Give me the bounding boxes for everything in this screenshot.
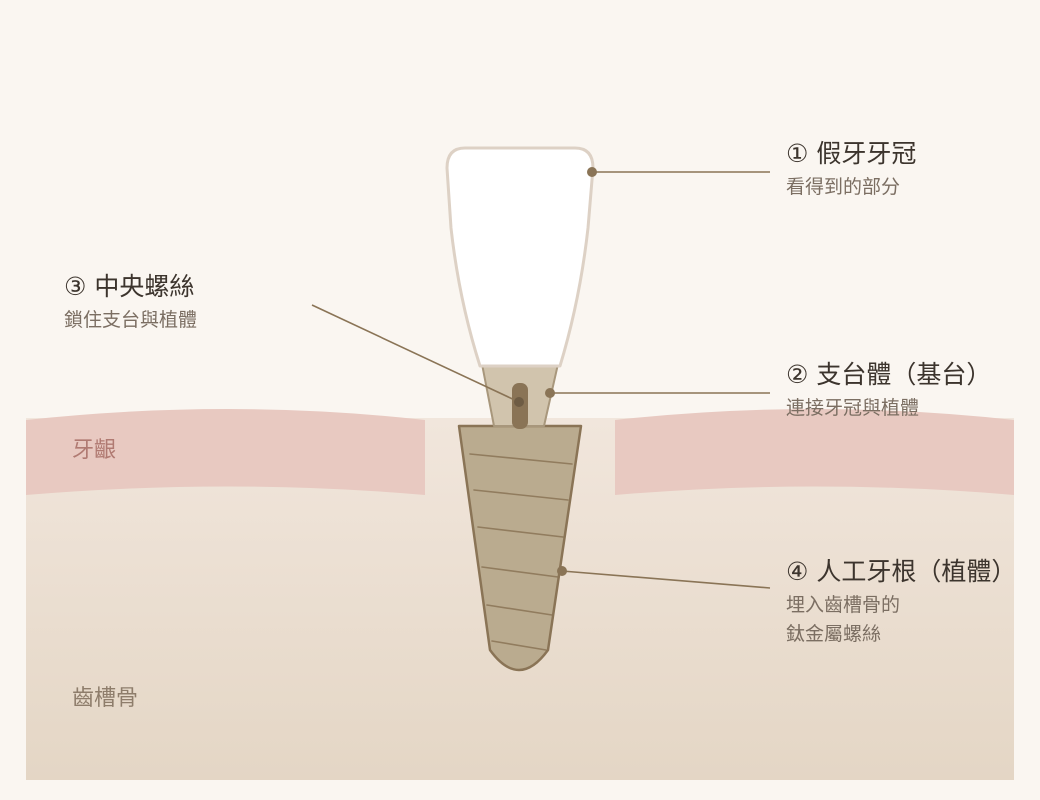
crown-callout: ① 假牙牙冠 看得到的部分 <box>786 137 916 202</box>
implant-root <box>457 424 583 672</box>
gum-label: 牙齦 <box>72 438 117 463</box>
abutment-callout: ② 支台體（基台） 連接牙冠與植體 <box>786 358 991 423</box>
gum-left <box>26 409 425 495</box>
root-subtitle-line2: 鈦金屬螺絲 <box>786 623 882 645</box>
root-title: ④ 人工牙根（植體） <box>786 557 1017 586</box>
screw-leader <box>311 304 520 403</box>
root-subtitle-line1: 埋入齒槽骨的 <box>786 594 901 616</box>
abutment-title: ② 支台體（基台） <box>786 360 992 389</box>
crown-title: ① 假牙牙冠 <box>786 139 917 168</box>
screw-title: ③ 中央螺絲 <box>64 272 195 301</box>
screw-callout: ③ 中央螺絲 鎖住支台與植體 <box>64 270 197 335</box>
abutment-subtitle: 連接牙冠與植體 <box>786 397 920 419</box>
bone-label: 齒槽骨 <box>72 686 139 711</box>
root-leader <box>561 570 771 589</box>
root-dot <box>557 566 567 576</box>
crown-subtitle: 看得到的部分 <box>786 176 901 198</box>
screw-subtitle: 鎖住支台與植體 <box>64 309 198 331</box>
abutment-dot <box>545 388 555 398</box>
implant-threads <box>469 453 573 651</box>
root-callout: ④ 人工牙根（植體） 埋入齒槽骨的 鈦金屬螺絲 <box>786 555 1016 649</box>
screw-dot <box>514 397 524 407</box>
gum-right <box>615 409 1014 495</box>
leader-lines <box>311 171 771 589</box>
leader-dots <box>514 167 597 576</box>
crown-dot <box>587 167 597 177</box>
crown <box>445 146 595 368</box>
